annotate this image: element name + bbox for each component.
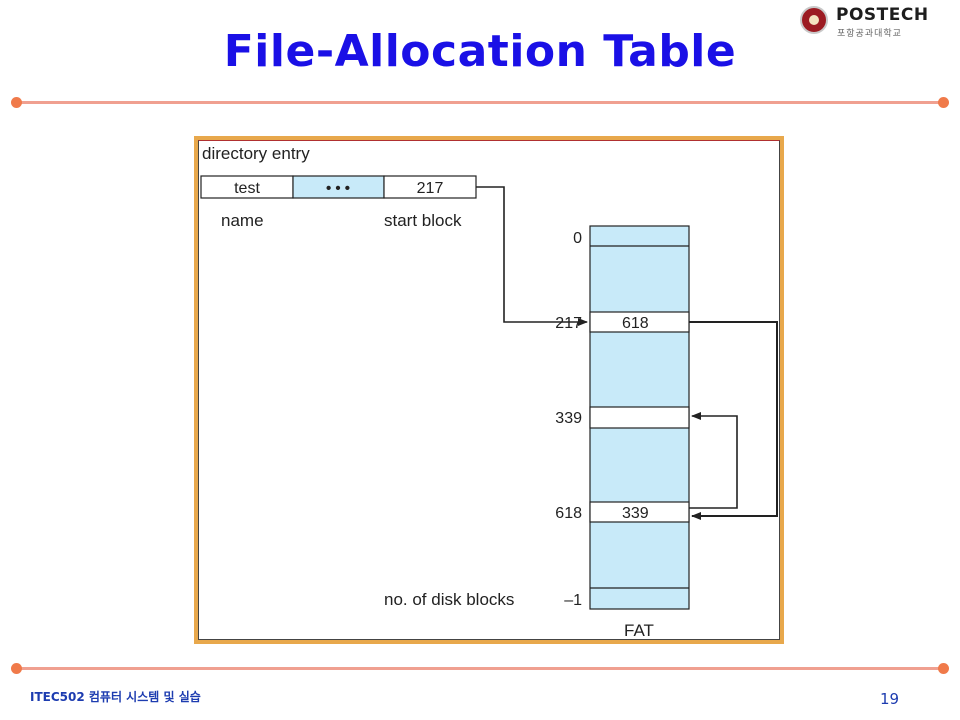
disk-blocks-label: no. of disk blocks [384,590,514,609]
slide-title: File-Allocation Table [223,26,737,77]
diagram-frame [194,136,784,644]
start-block-arrow [476,186,588,326]
logo-name: POSTECH [836,5,929,25]
bottom-divider [11,663,949,674]
entry-ellipsis: • • • [326,180,350,197]
row-index-0: 0 [573,230,582,247]
entry-start-value: 217 [417,180,444,197]
fat-entry-339 [589,406,690,429]
divider-dot-icon [938,97,949,108]
row-index-end: –1 [564,592,582,609]
row-index-339: 339 [555,410,582,427]
course-footer: ITEC502 컴퓨터 시스템 및 실습 [30,690,201,704]
fat-value-217: 618 [622,315,649,332]
fat-caption: FAT [624,621,654,640]
fat-value-618: 339 [622,505,649,522]
directory-entry-label: directory entry [202,144,310,163]
divider-dot-icon [11,663,22,674]
start-block-caption: start block [384,211,462,230]
divider-dot-icon [11,97,22,108]
page-number: 19 [880,690,900,708]
postech-logo: POSTECH 포항공과대학교 [800,4,928,39]
row-index-618: 618 [555,505,582,522]
arrow-217-to-618 [689,321,778,520]
entry-name-value: test [234,180,260,197]
row-index-217: 217 [555,315,582,332]
top-divider [11,97,949,108]
university-seal-icon [800,6,828,34]
arrow-618-to-339 [689,412,738,509]
logo-subtitle: 포항공과대학교 [837,29,902,39]
name-caption: name [221,211,264,230]
divider-dot-icon [938,663,949,674]
fat-entry-618 [589,501,690,523]
